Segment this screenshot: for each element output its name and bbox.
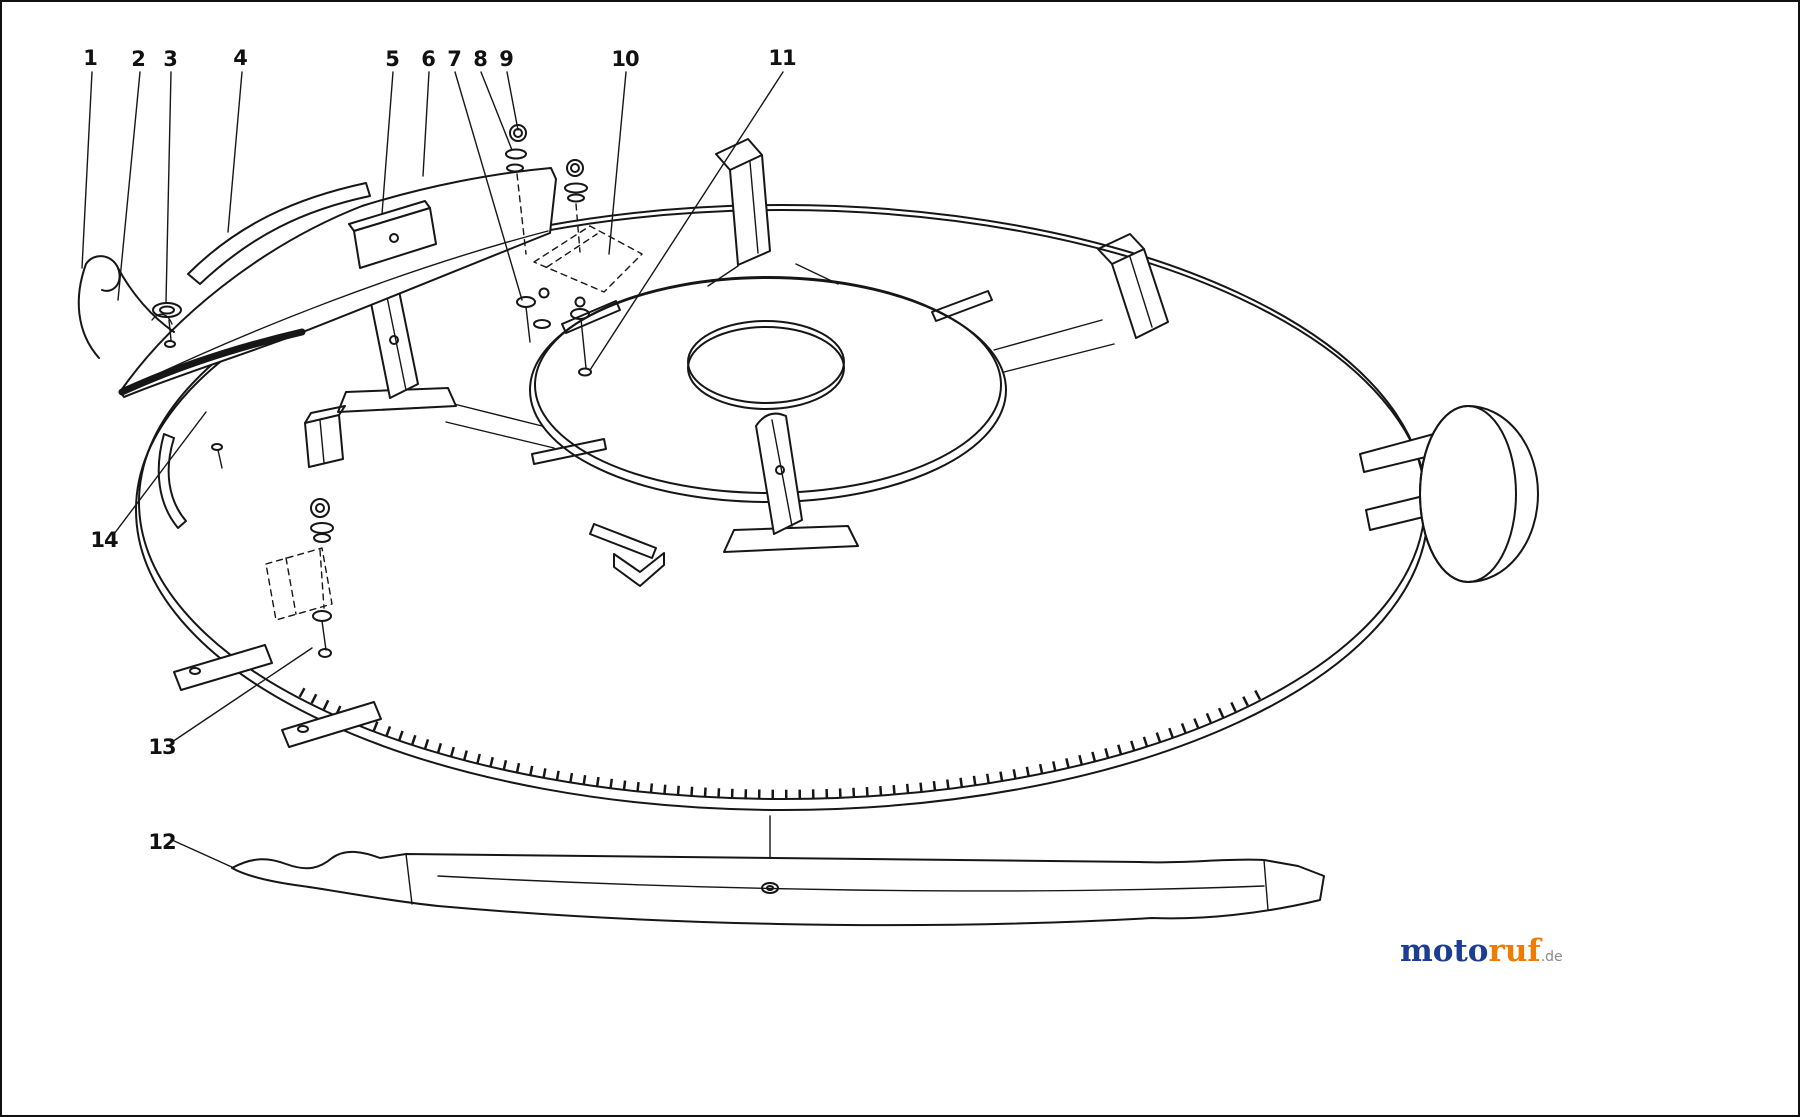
hairpin-cotter-pin bbox=[77, 255, 175, 359]
deflector-baffle bbox=[118, 167, 557, 398]
callout-label-13: 13 bbox=[148, 735, 176, 759]
center-tab-bracket bbox=[723, 412, 859, 553]
callout-label-8: 8 bbox=[473, 47, 488, 71]
callout-label-14: 14 bbox=[90, 528, 118, 552]
callout-label-7: 7 bbox=[447, 47, 462, 71]
gauge-wheel-assembly bbox=[1359, 405, 1539, 583]
logo-text-ruf: ruf bbox=[1488, 933, 1541, 969]
callout-label-6: 6 bbox=[421, 47, 436, 71]
callout-label-5: 5 bbox=[385, 47, 400, 71]
callout-label-9: 9 bbox=[499, 47, 514, 71]
v-notch-clip bbox=[613, 552, 665, 587]
right-tab-bracket bbox=[1097, 233, 1169, 339]
mounting-plate-dashed bbox=[533, 225, 643, 308]
rear-tab-bracket bbox=[715, 138, 771, 266]
callout-label-12: 12 bbox=[148, 830, 176, 854]
callout-label-3: 3 bbox=[163, 47, 178, 71]
carriage-bolts bbox=[516, 296, 592, 377]
left-tab-bracket bbox=[337, 283, 457, 413]
callout-leader-lines bbox=[81, 71, 784, 869]
motoruf-logo[interactable]: motoruf.de bbox=[1400, 936, 1563, 967]
washer-and-bolt-3 bbox=[152, 302, 182, 348]
callout-label-1: 1 bbox=[83, 46, 98, 70]
nut-washer-stack-10 bbox=[564, 159, 588, 253]
callout-label-4: 4 bbox=[233, 46, 248, 70]
lower-bracket-assembly bbox=[173, 498, 382, 748]
callout-label-11: 11 bbox=[768, 46, 796, 70]
baffle-pad bbox=[348, 200, 437, 269]
callout-label-10: 10 bbox=[611, 47, 639, 71]
logo-text-moto: moto bbox=[1400, 933, 1489, 969]
callout-label-2: 2 bbox=[131, 47, 146, 71]
mower-blade bbox=[231, 815, 1325, 927]
logo-text-de: .de bbox=[1540, 949, 1563, 965]
small-left-bracket bbox=[304, 405, 346, 468]
side-skirt-strip bbox=[157, 433, 223, 529]
